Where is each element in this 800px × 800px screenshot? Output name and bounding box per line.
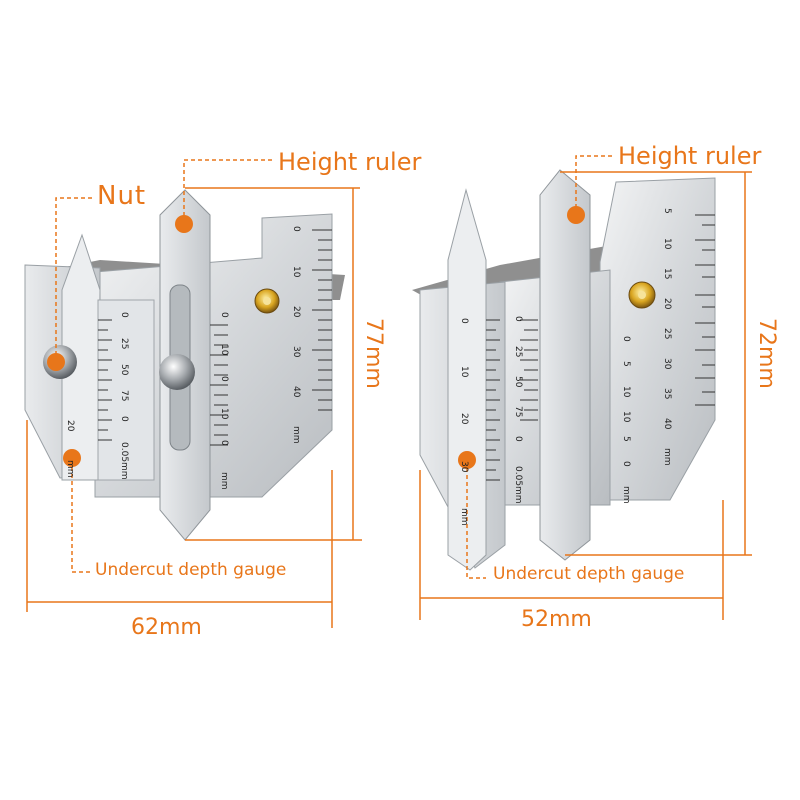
scale-numeral: 30: [459, 460, 469, 472]
scale-numeral: 0: [621, 461, 631, 467]
scale-numeral: mm: [621, 486, 631, 504]
right-vernier-numerals: 0 25 50 75 0 0.05mm: [513, 316, 536, 504]
right-height-ruler-label: Height ruler: [618, 142, 762, 170]
right-depth-numerals: 0 10 20 30 mm: [459, 318, 482, 526]
right-gauge: [412, 155, 752, 620]
scale-numeral: 0: [119, 416, 129, 422]
right-mid-scale-numerals: 0 5 10 10 5 0 mm: [621, 336, 644, 504]
left-height-ruler-label: Height ruler: [278, 148, 422, 176]
scale-numeral: 10: [621, 386, 631, 398]
scale-numeral: 10: [219, 408, 229, 420]
left-vernier-numerals: 0 25 50 75 0 0.05mm: [119, 312, 142, 480]
scale-numeral: 15: [662, 268, 672, 280]
scale-numeral: 0: [513, 316, 523, 322]
scale-numeral: 0: [513, 436, 523, 442]
left-depth-numerals: 20 mm: [65, 420, 88, 478]
scale-numeral: 5: [621, 436, 631, 442]
scale-numeral: mm: [65, 460, 75, 478]
left-nut-dot: [47, 353, 65, 371]
scale-numeral: 25: [662, 328, 672, 340]
scale-numeral: 50: [119, 364, 129, 376]
scale-numeral: 5: [662, 208, 672, 214]
scale-numeral: 10: [459, 365, 469, 377]
right-pointer-blade: [447, 188, 487, 571]
scale-numeral: 35: [662, 388, 672, 400]
left-ruler-dot: [175, 215, 193, 233]
right-undercut-label: Undercut depth gauge: [493, 564, 685, 584]
left-orange-dots: [47, 215, 193, 467]
scale-numeral: 20: [459, 413, 469, 425]
scale-numeral: 75: [513, 406, 523, 418]
scale-numeral: 0: [219, 312, 229, 318]
scale-numeral: 25: [119, 338, 129, 350]
scale-numeral: 40: [662, 418, 672, 430]
right-width-label: 52mm: [521, 607, 592, 632]
scale-numeral: mm: [219, 472, 229, 490]
scale-numeral: 40: [291, 386, 301, 398]
scale-numeral: 20: [291, 306, 301, 318]
left-depth-dot: [63, 449, 81, 467]
right-scale-ticks: [486, 214, 715, 481]
right-ruler-dot: [567, 206, 585, 224]
right-height-label: 72mm: [754, 318, 779, 389]
scale-numeral: 25: [513, 346, 523, 358]
left-gauge: [24, 159, 362, 628]
scale-numeral: 0: [621, 336, 631, 342]
scale-numeral: 20: [662, 298, 672, 310]
scale-numeral: 0: [459, 318, 469, 324]
left-main-scale-numerals: 0 10 20 30 40 mm: [291, 226, 314, 444]
scale-numeral: 10: [662, 238, 672, 250]
scale-numeral: 10: [291, 266, 301, 278]
scale-numeral: 10: [621, 411, 631, 423]
right-main-scale-numerals: 5 10 15 20 25 30 35 40 mm: [662, 208, 685, 466]
right-orange-dots: [458, 206, 585, 469]
scale-numeral: 0: [119, 312, 129, 318]
scale-numeral: mm: [459, 508, 469, 526]
scale-numeral: 5: [621, 361, 631, 367]
scale-numeral: 75: [119, 390, 129, 402]
right-depth-dot: [458, 451, 476, 469]
scale-numeral: 30: [662, 358, 672, 370]
left-leader-lines: [55, 159, 272, 573]
left-mid-scale-numerals: 0 10 0 10 0 mm: [219, 312, 242, 490]
left-scale-ticks: [98, 229, 332, 446]
scale-numeral: 50: [513, 376, 523, 388]
right-main-body: [599, 177, 716, 501]
left-width-label: 62mm: [131, 615, 202, 640]
scale-numeral: 0: [291, 226, 301, 232]
scale-numeral: 0.05mm: [119, 442, 129, 480]
left-pointer-blade: [61, 233, 101, 481]
scale-numeral: 0: [219, 376, 229, 382]
scale-numeral: 0.05mm: [513, 466, 523, 504]
scale-numeral: 20: [65, 420, 75, 432]
left-dim-lines: [26, 187, 362, 628]
scale-numeral: 10: [219, 344, 229, 356]
right-leader-lines: [466, 155, 612, 579]
left-height-label: 77mm: [361, 318, 386, 389]
right-height-ruler: [539, 169, 591, 561]
left-knob-right: [159, 354, 195, 390]
left-nut-label: Nut: [97, 181, 147, 211]
scale-numeral: mm: [291, 426, 301, 444]
scale-numeral: 0: [219, 440, 229, 446]
left-undercut-label: Undercut depth gauge: [95, 560, 287, 580]
scale-numeral: mm: [662, 448, 672, 466]
right-dim-lines: [419, 171, 752, 620]
scale-numeral: 30: [291, 346, 301, 358]
